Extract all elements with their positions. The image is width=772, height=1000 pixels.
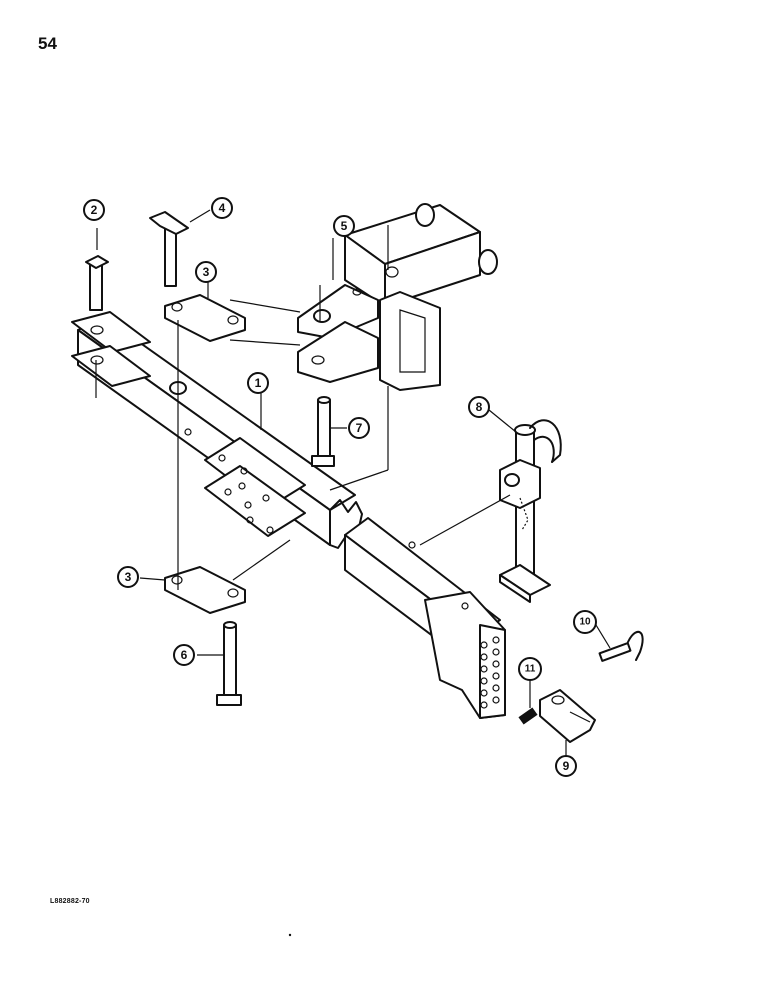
pivot-frame (297, 203, 498, 391)
callout-11: 11 (518, 657, 542, 681)
callout-10: 10 (573, 610, 597, 634)
pin-6 (216, 621, 242, 706)
reference-code: L882882-70 (50, 898, 90, 905)
pin-4 (149, 211, 189, 287)
callout-11-label: 11 (525, 664, 536, 675)
callout-4-label: 4 (219, 201, 226, 215)
callout-6-label: 6 (181, 648, 188, 662)
callout-10-label: 10 (579, 617, 591, 628)
callout-8: 8 (468, 396, 490, 418)
callout-4: 4 (211, 197, 233, 219)
page-number: 54 (38, 34, 57, 53)
pin-2 (85, 255, 109, 311)
leader-lines (95, 209, 611, 758)
callout-3-lower-label: 3 (125, 570, 132, 584)
callout-2-label: 2 (91, 203, 98, 217)
jack-stand (499, 419, 562, 603)
callout-9: 9 (555, 755, 577, 777)
callout-3-lower: 3 (117, 566, 139, 588)
callout-7: 7 (348, 417, 370, 439)
callout-1-label: 1 (255, 376, 262, 390)
callout-3-upper-label: 3 (203, 265, 210, 279)
clevis (539, 689, 596, 743)
hitch-pin (598, 630, 644, 662)
spacer-upper (164, 294, 246, 342)
callout-7-label: 7 (356, 421, 363, 435)
spacer-lower (164, 566, 246, 614)
callout-1: 1 (247, 372, 269, 394)
pin-7 (311, 396, 335, 467)
drawbar-tube (71, 311, 506, 719)
callout-6: 6 (173, 644, 195, 666)
callout-5-label: 5 (341, 219, 348, 233)
callout-9-label: 9 (563, 759, 570, 773)
callout-2: 2 (83, 199, 105, 221)
callout-3-upper: 3 (195, 261, 217, 283)
spring-pin (518, 707, 538, 725)
callout-5: 5 (333, 215, 355, 237)
callout-8-label: 8 (476, 400, 483, 414)
